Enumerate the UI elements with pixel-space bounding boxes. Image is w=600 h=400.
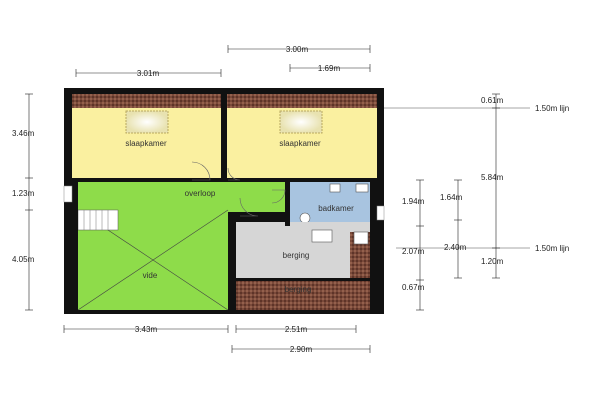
- washing-machine: [353, 231, 369, 245]
- wall-bedroom-divider: [221, 94, 227, 178]
- wall-berging-top: [236, 216, 286, 220]
- wall-bedrooms-bottom-right: [240, 178, 377, 182]
- toilet: [299, 212, 311, 224]
- dim-top-3: 3.01m: [137, 69, 160, 78]
- roof-strip-left: [72, 94, 221, 108]
- sink-bath: [355, 183, 369, 193]
- wall-bath-left: [285, 182, 290, 226]
- label-slaapkamer-left: slaapkamer: [125, 139, 167, 148]
- dim-left-3: 4.05m: [12, 255, 35, 264]
- dim-right-e: 0.67m: [402, 283, 425, 292]
- wall-right-inner: [370, 182, 377, 310]
- overloop-area: [78, 182, 285, 212]
- window-left-wall: [63, 185, 73, 203]
- window-right-wall: [376, 205, 385, 221]
- wall-bedrooms-bottom-left: [72, 178, 192, 182]
- wall-vide-right: [228, 216, 236, 310]
- berging-bottom: [236, 280, 370, 310]
- dim-top-2: 1.69m: [318, 64, 341, 73]
- door-arc-bedroom-left: [191, 161, 211, 181]
- dim-left-1: 3.46m: [12, 129, 35, 138]
- dim-right-far-3: 1.20m: [481, 257, 504, 266]
- wall-left-inner: [72, 182, 78, 310]
- dim-right-b: 1.64m: [440, 193, 463, 202]
- door-arc-bath: [271, 189, 286, 204]
- door-arc-berging: [239, 197, 259, 217]
- skylight-left: [125, 110, 169, 134]
- lijn-label-1: 1.50m lijn: [535, 104, 569, 113]
- wall-berging-bottom: [236, 278, 370, 281]
- label-badkamer: badkamer: [318, 204, 354, 213]
- dim-bottom-1: 3.43m: [135, 325, 158, 334]
- label-overloop: overloop: [185, 189, 216, 198]
- dim-right-far-2: 5.84m: [481, 173, 504, 182]
- shower-fixture: [329, 183, 341, 193]
- roof-strip-right: [227, 94, 377, 108]
- dim-right-far-1: 0.61m: [481, 96, 504, 105]
- label-slaapkamer-right: slaapkamer: [279, 139, 321, 148]
- dim-right-c: 2.07m: [402, 247, 425, 256]
- washbasin: [311, 229, 333, 243]
- vide-cross-2: [77, 209, 229, 311]
- lijn-label-2: 1.50m lijn: [535, 244, 569, 253]
- dim-left-2: 1.23m: [12, 189, 35, 198]
- dim-right-d: 2.40m: [444, 243, 467, 252]
- dim-right-a: 1.94m: [402, 197, 425, 206]
- label-berging: berging: [283, 251, 310, 260]
- skylight-right: [279, 110, 323, 134]
- dim-bottom-3: 2.90m: [290, 345, 313, 354]
- berging-area: [236, 222, 370, 278]
- dim-top-1: 3.00m: [286, 45, 309, 54]
- dim-bottom-2: 2.51m: [285, 325, 308, 334]
- door-arc-bedroom-right: [227, 167, 241, 181]
- label-vide: vide: [143, 271, 158, 280]
- label-berging-bottom: berging: [285, 285, 312, 294]
